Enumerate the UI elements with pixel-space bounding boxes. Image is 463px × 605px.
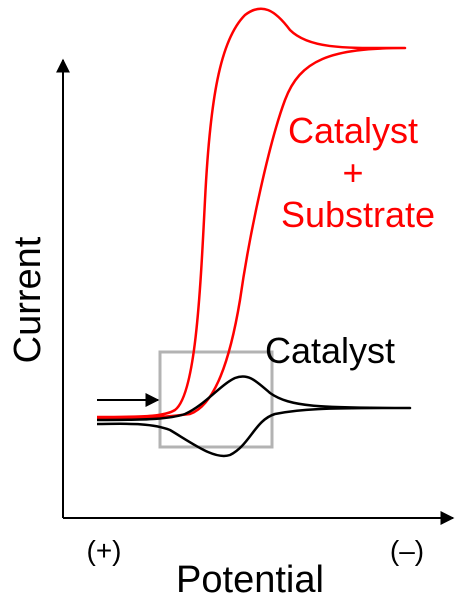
series-label-catalyst-substrate: Catalyst + Substrate [281,110,435,235]
series-line-catalyst [96,375,412,458]
series-label-catalyst: Catalyst [265,330,395,371]
x-direction-label-right: (–) [390,535,424,566]
x-axis-label: Potential [176,559,324,601]
y-axis-label: Current [7,236,49,363]
series-line-catalyst-substrate [96,7,407,421]
highlight-box [158,350,274,449]
x-direction-label-left: (+) [87,535,122,566]
